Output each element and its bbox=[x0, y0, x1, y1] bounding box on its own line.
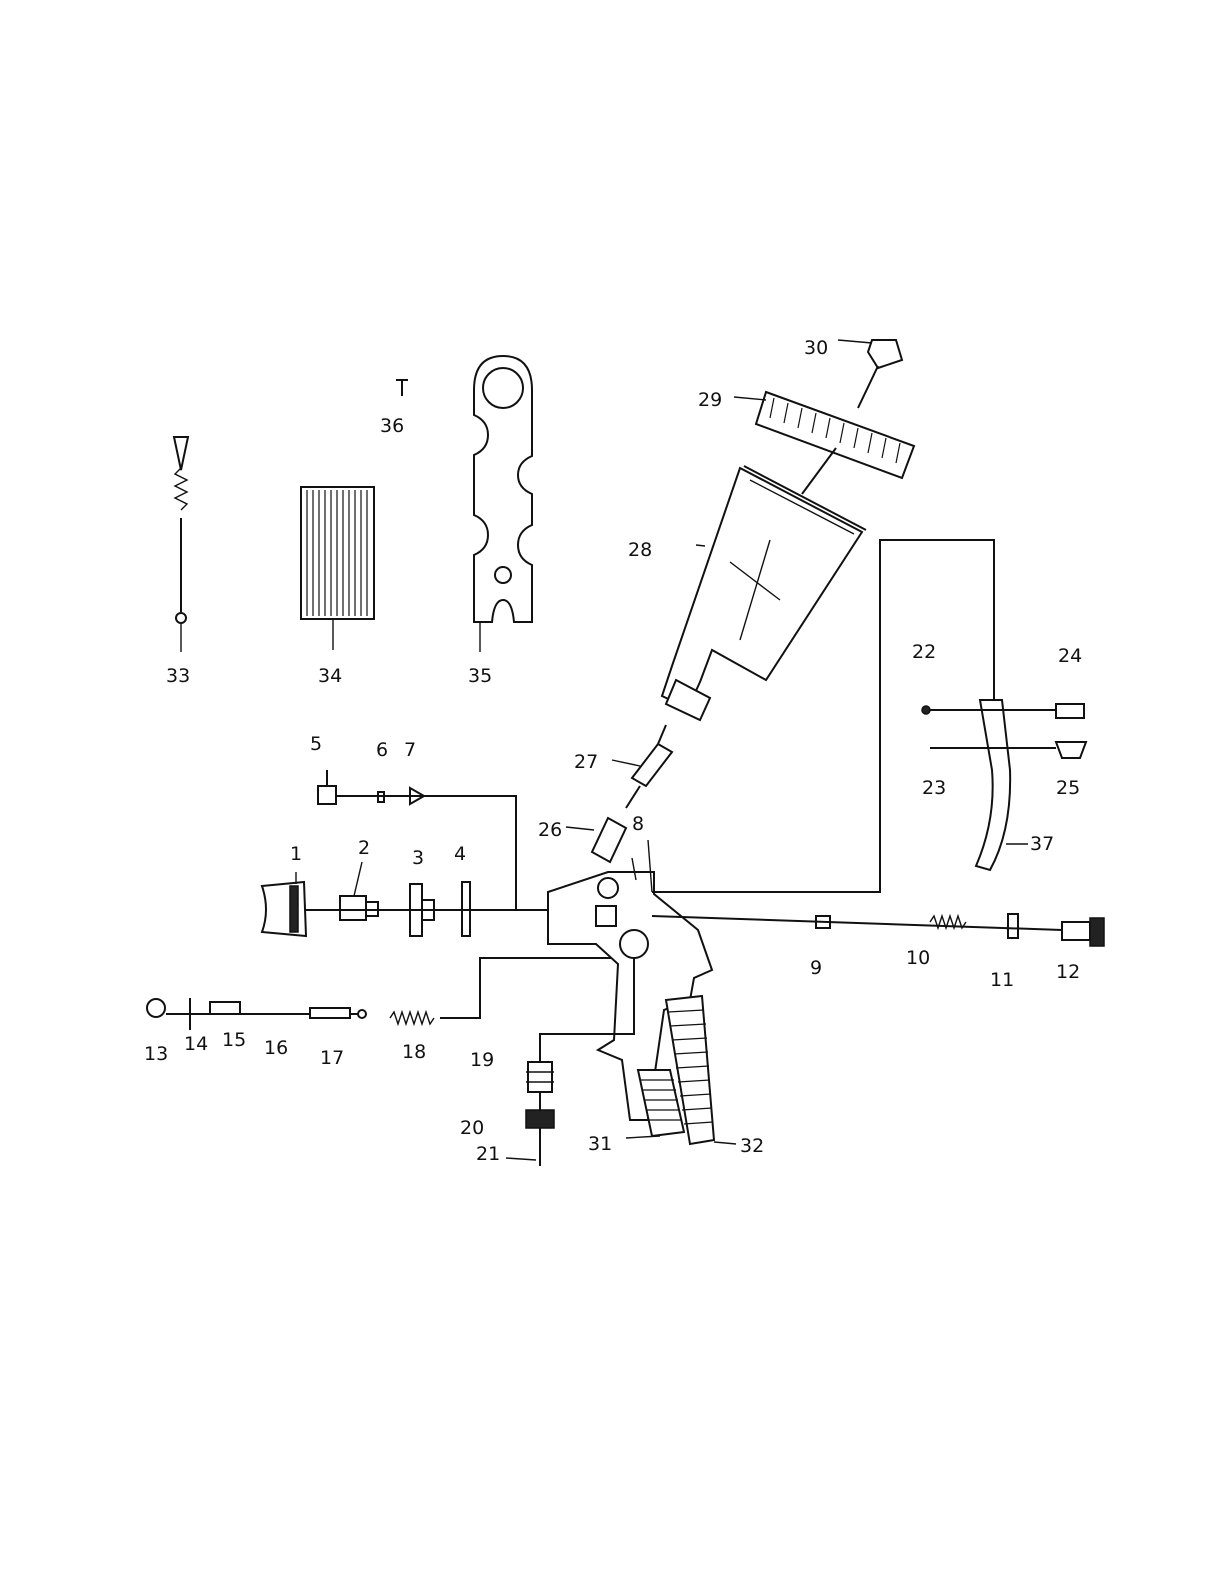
part-label-13: 13 bbox=[144, 1043, 168, 1065]
part-label-30: 30 bbox=[804, 337, 828, 359]
part-label-4: 4 bbox=[454, 843, 466, 865]
part-label-15: 15 bbox=[222, 1029, 246, 1051]
part-label-18: 18 bbox=[402, 1041, 426, 1063]
part-label-24: 24 bbox=[1058, 645, 1082, 667]
air-cap-1 bbox=[262, 872, 306, 936]
part-label-20: 20 bbox=[460, 1117, 484, 1139]
part-label-37: 37 bbox=[1030, 833, 1054, 855]
part-label-9: 9 bbox=[810, 957, 822, 979]
part-label-10: 10 bbox=[906, 947, 930, 969]
part-label-3: 3 bbox=[412, 847, 424, 869]
stem-16-17 bbox=[310, 1008, 366, 1018]
filter-27 bbox=[612, 725, 672, 808]
part-label-11: 11 bbox=[990, 969, 1014, 991]
part-label-32: 32 bbox=[740, 1135, 764, 1157]
part-label-21: 21 bbox=[476, 1143, 500, 1165]
trigger-37 bbox=[976, 700, 1010, 870]
part-label-34: 34 bbox=[318, 665, 342, 687]
part-label-6: 6 bbox=[376, 739, 388, 761]
part-label-22: 22 bbox=[912, 641, 936, 663]
filter-brush-34 bbox=[301, 487, 374, 650]
screw-36 bbox=[396, 380, 408, 396]
part-label-8: 8 bbox=[632, 813, 644, 835]
part-label-14: 14 bbox=[184, 1033, 208, 1055]
part-label-1: 1 bbox=[290, 843, 302, 865]
seal-15 bbox=[210, 1002, 240, 1014]
part-label-7: 7 bbox=[404, 739, 416, 761]
part-label-26: 26 bbox=[538, 819, 562, 841]
part-label-36: 36 bbox=[380, 415, 404, 437]
connector-20 bbox=[526, 1092, 554, 1128]
part-label-5: 5 bbox=[310, 733, 322, 755]
part-label-19: 19 bbox=[470, 1049, 494, 1071]
part-label-25: 25 bbox=[1056, 777, 1080, 799]
cleaning-needle-33 bbox=[174, 437, 188, 652]
air-inlet-21 bbox=[506, 1128, 540, 1166]
part-label-29: 29 bbox=[698, 389, 722, 411]
spring-18 bbox=[390, 1012, 434, 1024]
part-label-27: 27 bbox=[574, 751, 598, 773]
bushing-11 bbox=[1008, 914, 1018, 938]
part-label-33: 33 bbox=[166, 665, 190, 687]
part-label-35: 35 bbox=[468, 665, 492, 687]
pattern-knob-5 bbox=[318, 770, 336, 804]
part-label-2: 2 bbox=[358, 837, 370, 859]
part-label-12: 12 bbox=[1056, 961, 1080, 983]
part-label-16: 16 bbox=[264, 1037, 288, 1059]
nozzle-2 bbox=[340, 862, 378, 920]
nut-26 bbox=[566, 818, 626, 862]
adjust-knob-12 bbox=[1062, 918, 1104, 946]
paint-cup-28 bbox=[662, 466, 866, 720]
wrench-35 bbox=[474, 356, 532, 652]
valve-13 bbox=[147, 999, 165, 1017]
part-label-17: 17 bbox=[320, 1047, 344, 1069]
part-label-28: 28 bbox=[628, 539, 652, 561]
part-label-31: 31 bbox=[588, 1133, 612, 1155]
part-label-23: 23 bbox=[922, 777, 946, 799]
air-valve-19 bbox=[526, 1062, 554, 1092]
